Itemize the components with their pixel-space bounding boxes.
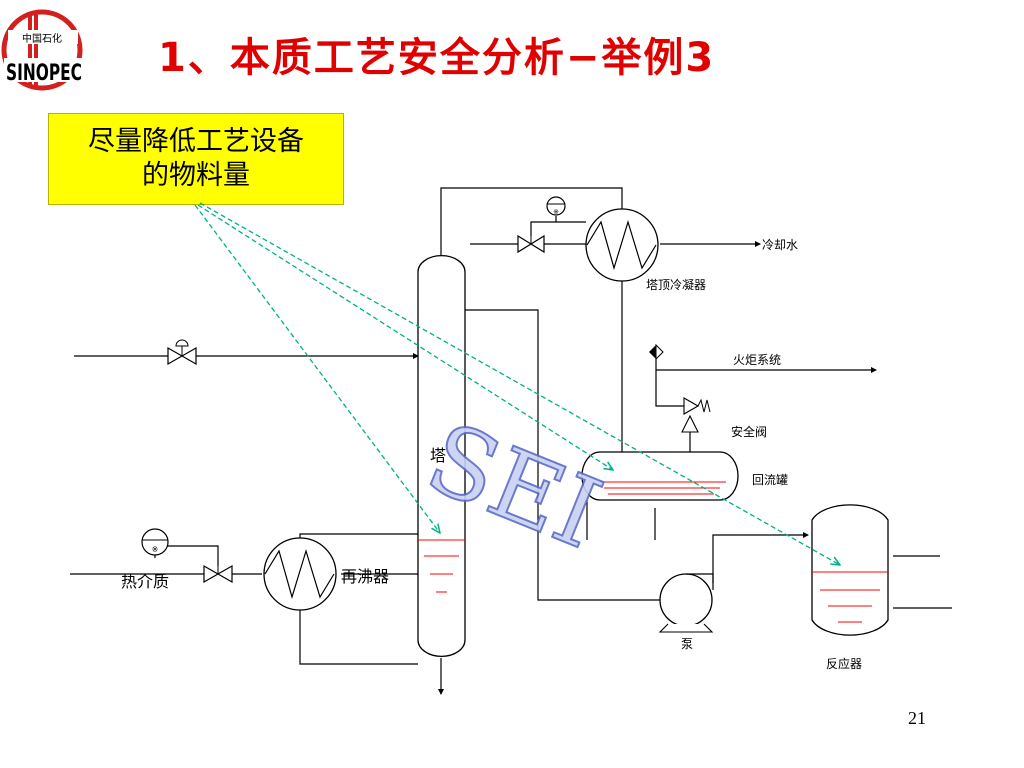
callout-line-2: 的物料量 [142,160,250,191]
reactor-liquid-level [812,571,888,623]
flare-label: 火炬系统 [733,353,781,367]
reactor-label: 反应器 [826,656,862,671]
svg-text:中国石化: 中国石化 [22,32,62,45]
distillation-tower: 塔 [417,255,466,657]
drum-liquid-level [600,481,726,495]
process-lines [70,187,952,695]
temperature-indicator: ※ [546,196,566,216]
cooling-water-valve [517,234,545,254]
pump-label: 泵 [681,637,693,651]
feed-valve [167,339,197,366]
arrow-to-reflux-drum [197,204,613,470]
condenser-label: 塔顶冷凝器 [646,277,706,292]
flare-system: 火炬系统 [649,343,781,367]
overhead-condenser: 塔顶冷凝器 冷却水 [585,208,798,292]
svg-text:※: ※ [152,545,159,554]
tower-label: 塔 [430,446,446,465]
reactor: 反应器 [811,504,889,671]
callout-box: 尽量降低工艺设备 的物料量 [48,113,344,205]
temperature-controller: ※ [141,528,169,556]
heat-medium-label: 热介质 [121,572,169,591]
arrow-to-tower [194,204,440,533]
reflux-drum: 回流罐 [581,451,788,501]
svg-text:SINOPEC: SINOPEC [6,61,82,86]
heat-medium-valve [203,564,233,584]
cooling-water-label: 冷却水 [762,238,798,252]
sinopec-logo: 中国石化 SINOPEC [1,9,84,91]
pointer-arrows [194,202,840,565]
page-number: 21 [908,708,926,728]
svg-text:※: ※ [553,208,559,216]
pump: 泵 [658,573,714,651]
callout-line-1: 尽量降低工艺设备 [88,126,304,157]
page-title: 1、本质工艺安全分析−举例3 [158,35,716,81]
reboiler: 再沸器 [263,537,389,611]
reboiler-label: 再沸器 [341,567,389,586]
arrow-to-reactor [199,202,840,565]
safety-valve: 安全阀 [681,397,767,439]
reflux-drum-label: 回流罐 [752,473,788,487]
tower-liquid-level [418,539,465,593]
safety-valve-label: 安全阀 [731,424,767,439]
